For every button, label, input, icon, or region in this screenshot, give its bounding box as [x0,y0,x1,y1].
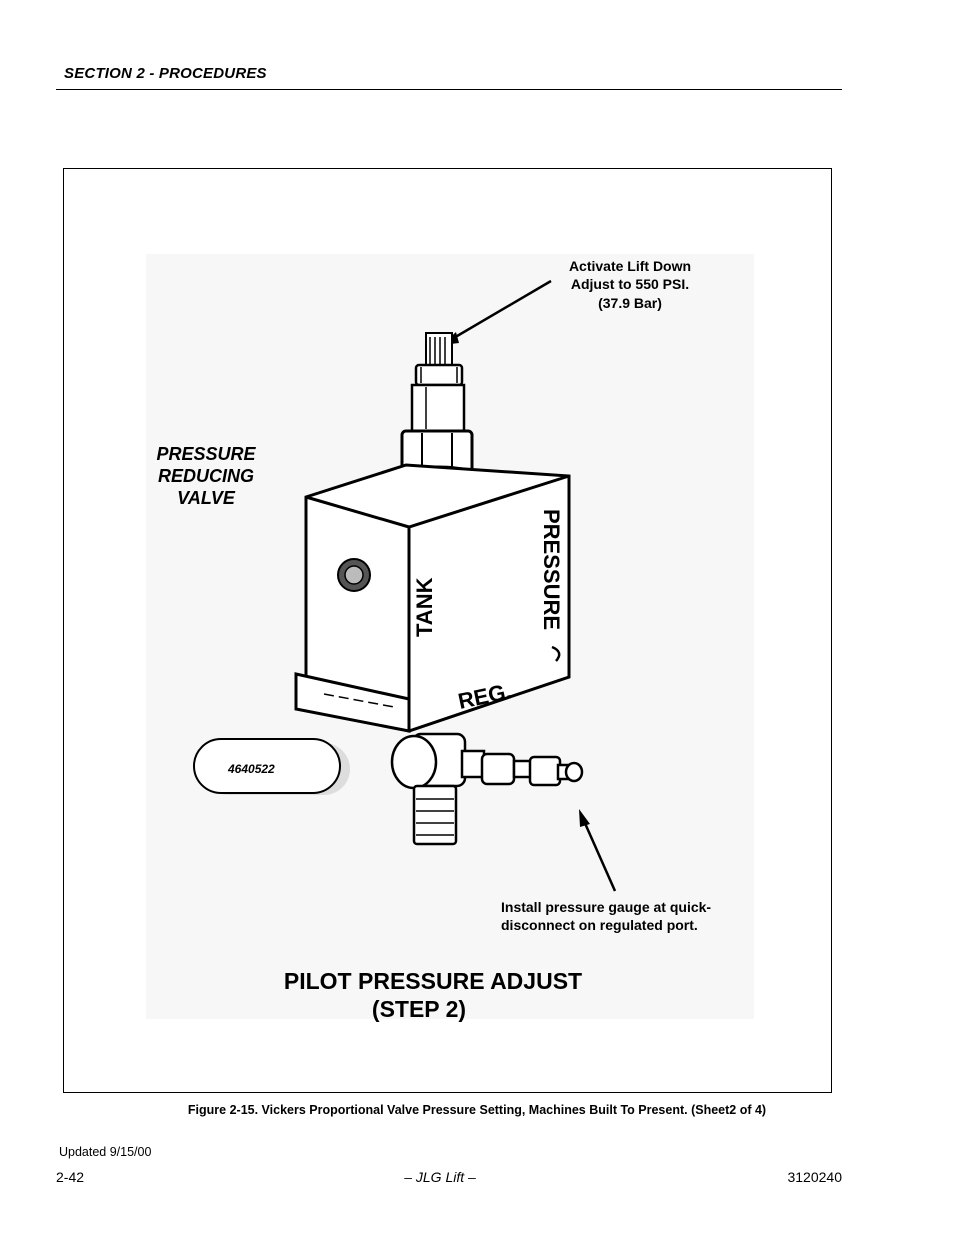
part-number-tag: 4640522 [193,738,350,795]
section-title: SECTION 2 - PROCEDURES [64,65,267,82]
valve-diagram: Activate Lift Down Adjust to 550 PSI. (3… [146,254,754,1022]
port-pressure-label: PRESSURE [539,509,564,630]
diagram-title: PILOT PRESSURE ADJUST (STEP 2) [284,968,582,1022]
updated-date: Updated 9/15/00 [59,1145,152,1159]
valve-label-line-3: VALVE [177,488,236,508]
valve-label: PRESSURE REDUCING VALVE [156,444,256,508]
diagram-title-line-1: PILOT PRESSURE ADJUST [284,968,582,994]
tee-fitting [390,732,584,846]
callout-bottom-line-1: Install pressure gauge at quick- [501,899,711,915]
document-number: 3120240 [787,1169,842,1185]
header-rule [56,89,842,90]
callout-top-line-3: (37.9 Bar) [598,295,662,311]
callout-bottom-arrow [582,820,617,892]
bottom-callout: Install pressure gauge at quick- disconn… [501,899,711,933]
figure-caption: Figure 2-15. Vickers Proportional Valve … [187,1103,767,1117]
diagram-title-line-2: (STEP 2) [372,996,466,1022]
valve-label-line-2: REDUCING [158,466,254,486]
figure-frame: Activate Lift Down Adjust to 550 PSI. (3… [63,168,832,1093]
callout-top-line-2: Adjust to 550 PSI. [571,276,689,292]
callout-top-arrow [451,279,552,341]
callout-top-line-1: Activate Lift Down [569,258,691,274]
callout-bottom-arrowhead [579,809,590,827]
valve-label-line-1: PRESSURE [156,444,256,464]
footer-center-text: – JLG Lift – [404,1169,476,1185]
page-number: 2-42 [56,1169,85,1185]
port-tank-label: TANK [412,577,437,637]
valve-body [294,463,571,733]
part-number-text: 4640522 [227,762,275,776]
callout-bottom-line-2: disconnect on regulated port. [501,917,698,933]
top-callout: Activate Lift Down Adjust to 550 PSI. (3… [569,258,691,311]
